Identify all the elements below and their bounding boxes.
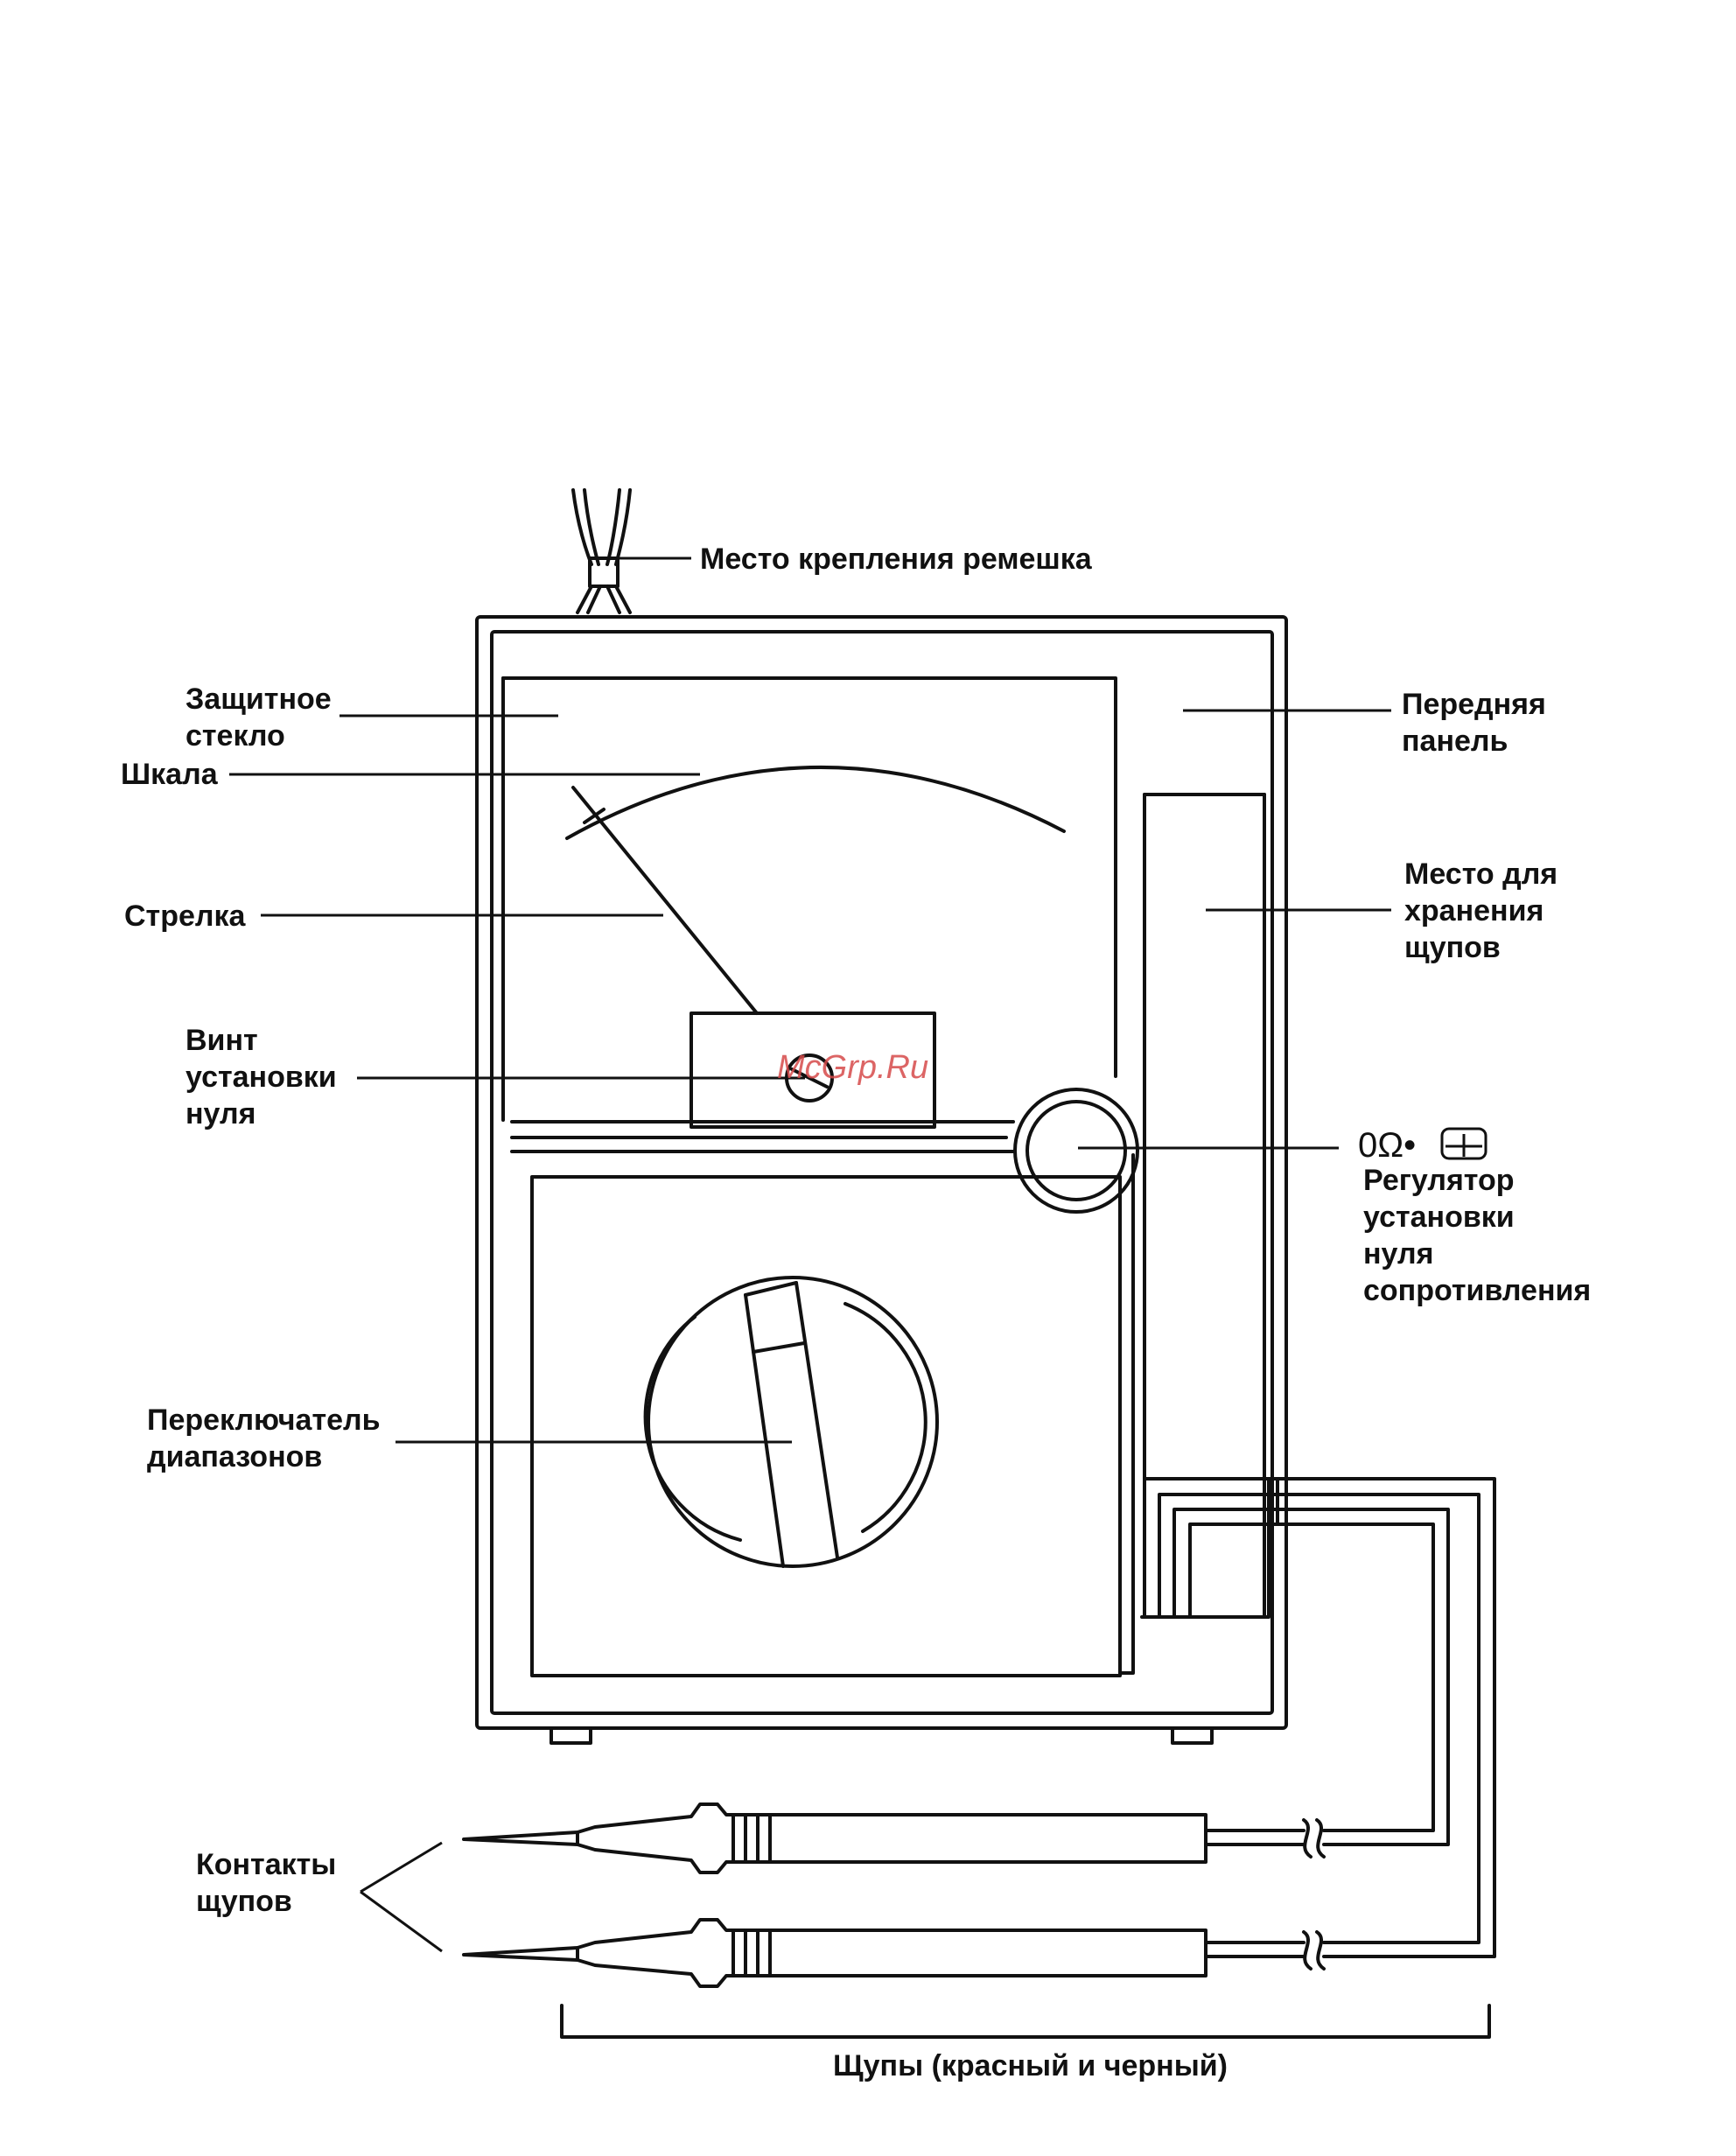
label-zero-screw: Винт установки нуля [186,1024,345,1130]
probe-black [464,1920,1343,1986]
label-ohm-zero-regulator: Регулятор установки нуля сопротивления [1363,1164,1591,1307]
meter-gauge-icon [1442,1129,1486,1158]
probe-leads [1142,794,1494,1956]
range-switch-panel [532,1177,1120,1676]
probe-storage-column [1120,794,1264,1673]
label-probe-contacts: Контакты щупов [196,1848,345,1918]
probe-red [464,1804,1343,1872]
label-probe-storage: Место для хранения щупов [1404,858,1566,964]
label-range-switch: Переключатель диапазонов [147,1404,388,1474]
label-probes: Щупы (красный и черный) [833,2049,1228,2082]
label-strap-mount: Место крепления ремешка [700,542,1093,576]
scale-arc [567,767,1064,838]
pointer-needle [573,788,757,1013]
label-ohm-zero-symbol: 0Ω• [1358,1126,1416,1165]
label-protective-glass: Защитное стекло [186,682,340,752]
probes-bracket [562,2006,1489,2037]
meter-body [477,617,1286,1743]
label-scale: Шкала [121,758,219,791]
watermark: McGrp.Ru [777,1049,928,1086]
label-pointer: Стрелка [124,900,246,933]
strap-mount [573,490,630,612]
label-front-panel: Передняя панель [1402,688,1554,758]
